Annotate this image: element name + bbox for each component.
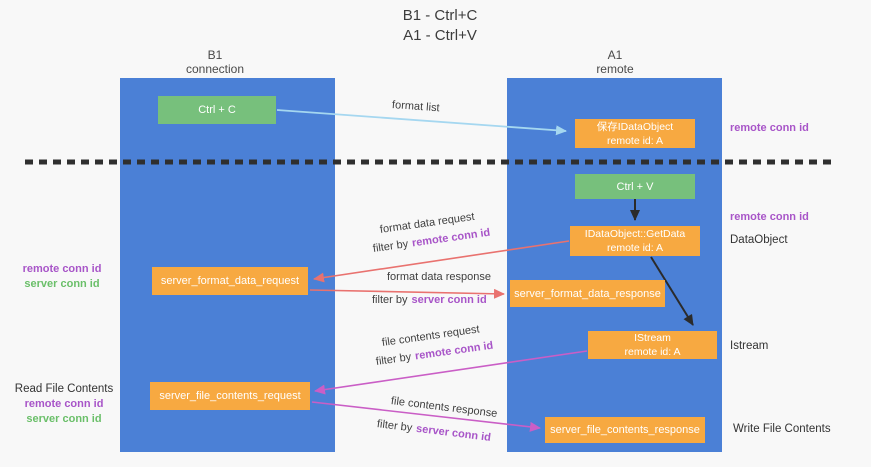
server-conn-id-label-bottom-left: server conn id [26,413,102,425]
getdata-node: IDataObject::GetData remote id: A [570,226,700,256]
istream-line1: IStream [634,332,671,344]
istream-side-label: Istream [730,340,769,352]
server-format-data-request-node: server_format_data_request [152,267,308,295]
ctrl-v-node: Ctrl + V [575,174,695,199]
remote-conn-id-label-mid-left: remote conn id [22,263,102,275]
ctrl-v-label: Ctrl + V [616,180,654,193]
istream-line2: remote id: A [624,346,681,358]
ctrl-c-node: Ctrl + C [158,96,276,124]
left-column-subtitle: connection [185,62,245,76]
diagram-title: B1 - Ctrl+C A1 - Ctrl+V [300,6,580,46]
getdata-line2: remote id: A [606,242,664,254]
server-file-contents-response-label: server_file_contents_response [550,424,700,436]
format-list-label: format list [391,99,440,115]
remote-conn-id-text: remote conn id [414,339,494,363]
remote-conn-id-label-bottom-left: remote conn id [24,398,104,410]
title-line-1: B1 - Ctrl+C [402,7,478,24]
filter-by-text: filter by [372,238,409,255]
write-file-contents-label: Write File Contents [733,423,831,435]
left-column-name: B1 [207,48,223,62]
server-conn-id-text: server conn id [415,422,492,444]
server-file-contents-request-node: server_file_contents_request [150,382,310,410]
server-file-contents-request-label: server_file_contents_request [159,390,301,402]
save-idataobject-node: 保存IDataObject remote id: A [575,119,695,148]
server-format-data-response-node: server_format_data_response [510,280,665,307]
getdata-line1: IDataObject::GetData [584,228,686,240]
filter-by-text: filter by [375,351,412,368]
server-format-data-request-label: server_format_data_request [160,275,300,287]
ctrl-c-label: Ctrl + C [198,104,236,116]
remote-conn-id-text: remote conn id [411,226,491,250]
server-conn-id-label-mid-left: server conn id [24,278,100,290]
server-format-data-response-label: server_format_data_response [514,287,661,300]
right-column-name: A1 [607,48,623,62]
read-file-contents-label: Read File Contents [14,383,114,395]
dataobject-label: DataObject [730,234,788,246]
title-line-2: A1 - Ctrl+V [403,27,477,44]
right-column-subtitle: remote [596,62,634,76]
remote-conn-id-label-top-right: remote conn id [730,122,809,134]
left-column-header: B1 connection [155,48,275,76]
remote-conn-id-label-mid-right: remote conn id [730,211,809,223]
server-file-contents-response-node: server_file_contents_response [545,417,705,443]
save-idataobject-line1: 保存IDataObject [596,120,674,133]
filter-by-text: filter by [372,294,408,306]
save-idataobject-line2: remote id: A [606,134,664,147]
left-conn-id-stack-mid: remote conn id server conn id [8,262,116,292]
format-data-response-label: format data response [387,271,491,283]
istream-node: IStream remote id: A [588,331,717,359]
file-contents-response-label: file contents response [390,395,498,420]
filter-by-text: filter by [376,418,413,435]
server-conn-id-text: server conn id [411,294,487,306]
left-conn-id-stack-bottom: Read File Contents remote conn id server… [8,382,120,427]
right-column-header: A1 remote [555,48,675,76]
